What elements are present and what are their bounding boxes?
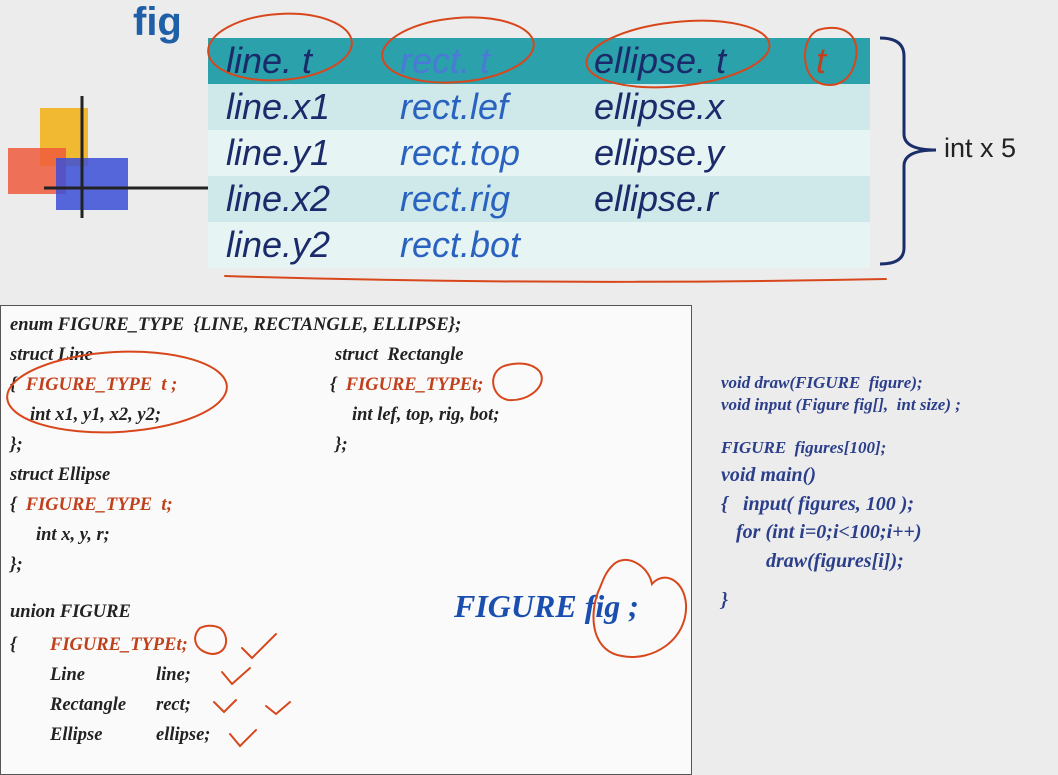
brace-close: };	[10, 435, 23, 455]
fig-title: fig	[133, 0, 182, 44]
member-name: rect;	[156, 695, 191, 715]
code-line: { FIGURE_TYPE t ;	[10, 376, 177, 395]
layout-row: line. t rect. t ellipse. t t	[208, 38, 870, 84]
member-name: ellipse;	[156, 725, 211, 745]
enum-declaration: enum FIGURE_TYPE {LINE, RECTANGLE, ELLIP…	[10, 315, 462, 335]
layout-cell: ellipse.r	[594, 178, 719, 219]
rect-fields: int lef, top, rig, bot;	[352, 405, 500, 425]
member-name: line;	[156, 665, 191, 685]
code-line: void draw(FIGURE figure);	[721, 373, 923, 392]
code-line: }	[721, 589, 728, 611]
code-line: { input( figures, 100 );	[721, 493, 915, 515]
layout-cell: line. t	[226, 40, 313, 81]
brace-open: {	[10, 495, 17, 515]
code-box	[0, 305, 692, 775]
code-line: { FIGURE_TYPEt;	[330, 376, 483, 395]
layout-row: line.x2 rect.rig ellipse.r	[208, 176, 870, 222]
brace-open: {	[330, 375, 337, 395]
t-field: t;	[176, 635, 188, 655]
member-type: Rectangle	[50, 695, 127, 715]
layout-row: line.y2 rect.bot	[208, 222, 870, 268]
struct-line-header: struct Line	[10, 345, 93, 365]
union-header: union FIGURE	[10, 602, 131, 622]
type-field: FIGURE_TYPE	[50, 635, 177, 655]
member-type: Line	[50, 665, 85, 685]
code-line: FIGURE_TYPEt;	[50, 636, 188, 655]
layout-cell: rect.rig	[400, 178, 511, 219]
type-field: FIGURE_TYPE t ;	[25, 375, 178, 395]
layout-cell: line.y1	[226, 132, 331, 173]
layout-cell: line.x2	[226, 178, 331, 219]
brace-open: {	[10, 375, 17, 395]
line-fields: int x1, y1, x2, y2;	[30, 405, 162, 425]
fig-memory-layout: line. t rect. t ellipse. t t line.x1 rec…	[208, 38, 870, 268]
ellipse-fields: int x, y, r;	[36, 525, 110, 545]
fig-variable-declaration: FIGURE fig ;	[454, 588, 639, 624]
layout-cell: line.y2	[226, 224, 331, 265]
layout-row: line.x1 rect.lef ellipse.x	[208, 84, 870, 130]
type-field: FIGURE_TYPE t;	[25, 495, 173, 515]
layout-cell: line.x1	[226, 86, 331, 127]
code-line: draw(figures[i]);	[721, 550, 904, 572]
code-line: void input (Figure fig[], int size) ;	[721, 395, 961, 414]
layout-cell: ellipse.y	[594, 132, 725, 173]
code-line: for (int i=0;i<100;i++)	[721, 521, 922, 543]
layout-cell: rect. t	[400, 40, 491, 81]
brace-close: };	[10, 555, 23, 575]
layout-cell: rect.bot	[400, 224, 521, 265]
code-line: FIGURE figures[100];	[721, 438, 887, 457]
brace-close: };	[335, 435, 348, 455]
layout-cell: rect.lef	[400, 86, 509, 127]
brace-open: {	[10, 635, 17, 655]
struct-ellipse-header: struct Ellipse	[10, 465, 111, 485]
struct-rectangle-header: struct Rectangle	[335, 345, 464, 365]
code-line: { FIGURE_TYPE t;	[10, 496, 173, 515]
layout-cell: ellipse. t	[594, 40, 727, 81]
slide-logo-icon	[8, 96, 208, 218]
right-brace-icon	[879, 36, 937, 266]
size-label: int x 5	[944, 133, 1017, 163]
t-field: t;	[472, 375, 484, 395]
layout-row: line.y1 rect.top ellipse.y	[208, 130, 870, 176]
layout-cell: t	[816, 40, 827, 81]
member-type: Ellipse	[50, 725, 103, 745]
code-line: void main()	[721, 464, 816, 486]
layout-cell: rect.top	[400, 132, 521, 173]
layout-cell: ellipse.x	[594, 86, 725, 127]
type-field: FIGURE_TYPE	[345, 375, 473, 395]
